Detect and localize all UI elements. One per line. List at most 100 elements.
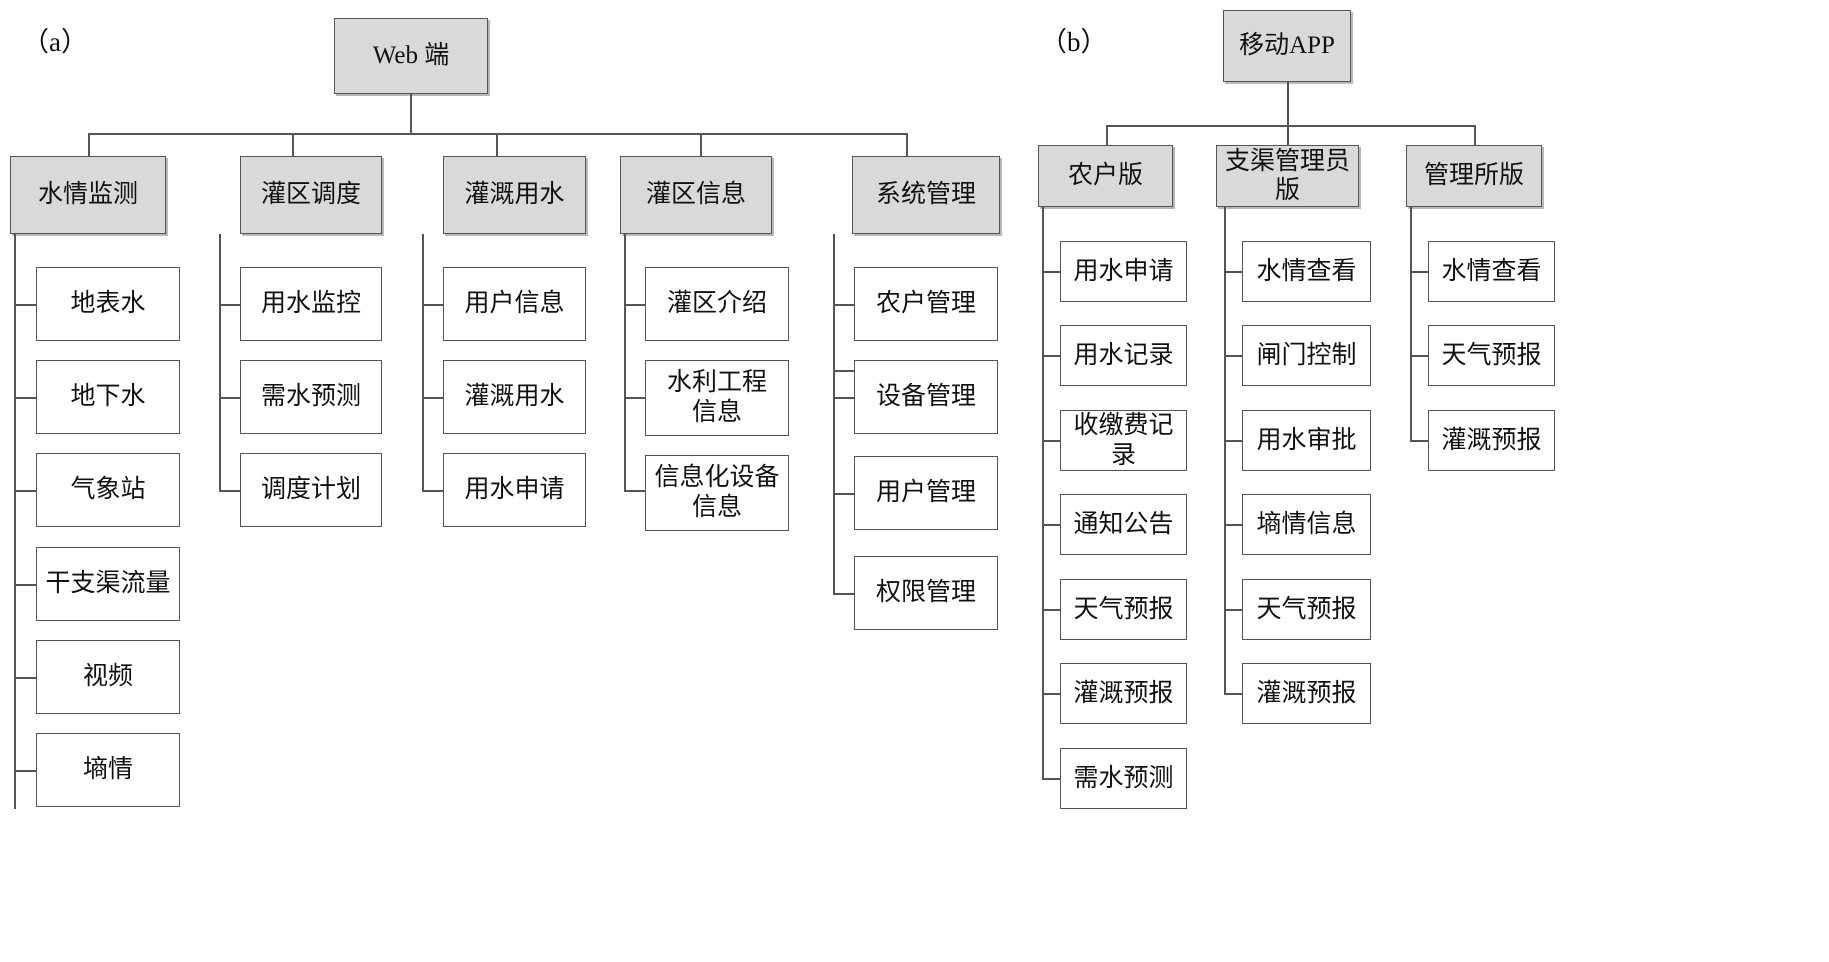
panel-b-branch-0-child-1[interactable]: 用水记录 <box>1060 325 1187 386</box>
panel-b-branch-0-child-0[interactable]: 用水申请 <box>1060 241 1187 302</box>
panel-b-branch-0-child-5[interactable]: 灌溉预报 <box>1060 663 1187 724</box>
panel-b-branch-0-child-3[interactable]: 通知公告 <box>1060 494 1187 555</box>
panel-a-branch-0-child-0[interactable]: 地表水 <box>36 267 180 341</box>
panel-b-branch-1-child-3[interactable]: 墒情信息 <box>1242 494 1371 555</box>
panel-a-branch-4-tick-1 <box>833 370 855 372</box>
panel-b-branch-0-header[interactable]: 农户版 <box>1038 145 1173 207</box>
panel-a-branch-4-child-2[interactable]: 用户管理 <box>854 456 998 530</box>
panel-b-branch-2-child-1[interactable]: 天气预报 <box>1428 325 1555 386</box>
panel-a-branch-4-child-3[interactable]: 权限管理 <box>854 556 998 630</box>
panel-a-branch-2-spine <box>422 234 424 491</box>
panel-b-drop-3 <box>1474 125 1476 145</box>
panel-b-branch-0-spine <box>1042 207 1044 778</box>
panel-b-branch-0-tick-1 <box>1042 355 1060 357</box>
panel-a-branch-3-spine <box>624 234 626 491</box>
panel-a-drop-2 <box>292 133 294 156</box>
panel-b-branch-2-child-2[interactable]: 灌溉预报 <box>1428 410 1555 471</box>
panel-a-drop-1 <box>88 133 90 156</box>
panel-a-branch-0-tick-0 <box>14 304 36 306</box>
panel-b-branch-0-tick-0 <box>1042 271 1060 273</box>
panel-a-branch-3-tick-0 <box>624 304 646 306</box>
panel-b-branch-0-tick-5 <box>1042 693 1060 695</box>
panel-b-branch-1-child-1[interactable]: 闸门控制 <box>1242 325 1371 386</box>
panel-a-branch-3-child-1[interactable]: 水利工程 信息 <box>645 360 789 436</box>
panel-b-branch-1-child-5[interactable]: 灌溉预报 <box>1242 663 1371 724</box>
panel-b-branch-2-tick-0 <box>1410 271 1428 273</box>
panel-a-branch-0-child-1[interactable]: 地下水 <box>36 360 180 434</box>
panel-a-branch-1-tick-0 <box>219 304 241 306</box>
panel-a-branch-3-child-2[interactable]: 信息化设备 信息 <box>645 455 789 531</box>
panel-b-branch-1-tick-4 <box>1224 609 1242 611</box>
panel-a-branch-0-tick-3 <box>14 584 36 586</box>
panel-a-branch-1-tick-2 <box>219 490 241 492</box>
panel-b-drop-1 <box>1106 125 1108 145</box>
panel-b-caption: （b） <box>1040 27 1108 57</box>
panel-b-branch-0-tick-6 <box>1042 778 1060 780</box>
panel-a-drop-4 <box>700 133 702 156</box>
panel-b-branch-1-child-2[interactable]: 用水审批 <box>1242 410 1371 471</box>
panel-a-branch-4-header[interactable]: 系统管理 <box>852 156 1000 234</box>
panel-b-branch-0-child-6[interactable]: 需水预测 <box>1060 748 1187 809</box>
panel-a-branch-0-child-4[interactable]: 视频 <box>36 640 180 714</box>
panel-b-branch-2-spine <box>1410 207 1412 441</box>
panel-a-branch-0-tick-5 <box>14 770 36 772</box>
panel-a-root-node[interactable]: Web 端 <box>334 18 488 94</box>
panel-a-branch-3-child-0[interactable]: 灌区介绍 <box>645 267 789 341</box>
panel-a-branch-3-tick-1 <box>624 397 646 399</box>
panel-b-branch-1-tick-1 <box>1224 355 1242 357</box>
panel-a-branch-1-spine <box>219 234 221 491</box>
panel-a-branch-4-tick-0 <box>833 304 855 306</box>
panel-a-branch-2-child-2[interactable]: 用水申请 <box>443 453 586 527</box>
panel-b-branch-1-tick-5 <box>1224 693 1242 695</box>
panel-b-branch-2-tick-2 <box>1410 440 1428 442</box>
panel-a-branch-2-child-1[interactable]: 灌溉用水 <box>443 360 586 434</box>
panel-a-branch-4-tick-4 <box>833 593 855 595</box>
panel-b-branch-1-tick-0 <box>1224 271 1242 273</box>
panel-a-branch-1-child-1[interactable]: 需水预测 <box>240 360 382 434</box>
panel-b-bus <box>1106 125 1475 127</box>
panel-a-branch-0-child-2[interactable]: 气象站 <box>36 453 180 527</box>
panel-b-branch-0-child-2[interactable]: 收缴费记录 <box>1060 410 1187 471</box>
panel-b-branch-1-tick-3 <box>1224 524 1242 526</box>
panel-a-drop-3 <box>496 133 498 156</box>
panel-b-branch-1-child-4[interactable]: 天气预报 <box>1242 579 1371 640</box>
panel-a-branch-4-spine <box>833 234 835 594</box>
panel-b-branch-1-tick-2 <box>1224 440 1242 442</box>
panel-a-branch-4-tick-3 <box>833 493 855 495</box>
panel-b-branch-1-spine <box>1224 207 1226 694</box>
panel-a-branch-1-child-2[interactable]: 调度计划 <box>240 453 382 527</box>
panel-b-branch-0-tick-2 <box>1042 440 1060 442</box>
panel-a-branch-4-child-1[interactable]: 设备管理 <box>854 360 998 434</box>
panel-a-branch-1-header[interactable]: 灌区调度 <box>240 156 382 234</box>
panel-a-branch-1-tick-1 <box>219 397 241 399</box>
panel-a-branch-0-tick-4 <box>14 677 36 679</box>
panel-a-branch-3-header[interactable]: 灌区信息 <box>620 156 772 234</box>
panel-a-branch-1-child-0[interactable]: 用水监控 <box>240 267 382 341</box>
panel-b-branch-0-tick-4 <box>1042 609 1060 611</box>
panel-a-branch-0-child-5[interactable]: 墒情 <box>36 733 180 807</box>
panel-a-branch-2-child-0[interactable]: 用户信息 <box>443 267 586 341</box>
panel-a-drop-5 <box>906 133 908 156</box>
panel-a-branch-2-tick-0 <box>422 304 444 306</box>
panel-a-root-stem <box>410 94 412 134</box>
panel-a-branch-0-spine <box>14 234 16 809</box>
panel-b-root-stem <box>1287 82 1289 126</box>
panel-a-caption: （a） <box>22 27 88 57</box>
panel-b-branch-1-header[interactable]: 支渠管理员版 <box>1216 145 1359 207</box>
panel-b-branch-1-child-0[interactable]: 水情查看 <box>1242 241 1371 302</box>
panel-a-branch-0-tick-2 <box>14 490 36 492</box>
panel-a-branch-2-tick-2 <box>422 490 444 492</box>
panel-a-branch-3-tick-2 <box>624 490 646 492</box>
panel-a-branch-0-child-3[interactable]: 干支渠流量 <box>36 547 180 621</box>
panel-b-branch-0-tick-3 <box>1042 524 1060 526</box>
panel-a-branch-2-header[interactable]: 灌溉用水 <box>443 156 586 234</box>
panel-a-branch-4-child-0[interactable]: 农户管理 <box>854 267 998 341</box>
panel-a-branch-4-tick-2 <box>833 397 855 399</box>
panel-b-root-node[interactable]: 移动APP <box>1223 10 1351 82</box>
panel-b-branch-2-header[interactable]: 管理所版 <box>1406 145 1542 207</box>
panel-b-branch-2-child-0[interactable]: 水情查看 <box>1428 241 1555 302</box>
panel-a-branch-0-header[interactable]: 水情监测 <box>10 156 166 234</box>
panel-b-branch-0-child-4[interactable]: 天气预报 <box>1060 579 1187 640</box>
panel-a-branch-0-tick-1 <box>14 397 36 399</box>
